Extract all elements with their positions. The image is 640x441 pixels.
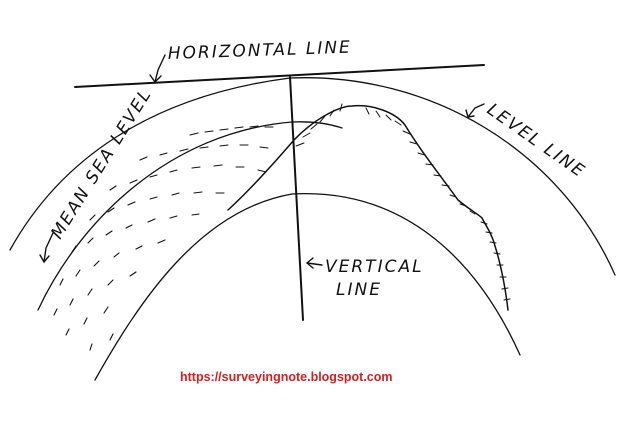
mean-sea-level-label: MEAN SEA LEVEL xyxy=(47,85,156,243)
vertical-line-label-line1: VERTICAL xyxy=(325,257,424,277)
vertical-line xyxy=(289,76,304,321)
level-line-arrow xyxy=(465,103,485,118)
level-line-label: LEVEL LINE xyxy=(483,100,589,183)
mean-sea-level-arc xyxy=(37,121,343,311)
level-line-arc xyxy=(9,77,616,276)
horizontal-line xyxy=(74,64,485,88)
mountain-hachures xyxy=(295,103,511,301)
inner-earth-arc xyxy=(94,193,521,381)
sea-hatching xyxy=(53,125,274,351)
watermark-url[interactable]: https://surveyingnote.blogspot.com xyxy=(180,370,393,384)
vertical-line-label-line2: LINE xyxy=(336,280,382,300)
horizontal-line-arrow xyxy=(149,54,166,83)
mean-sea-level-arrow xyxy=(39,232,54,263)
horizontal-line-label: HORIZONTAL LINE xyxy=(167,38,352,64)
vertical-line-arrow xyxy=(306,257,323,269)
